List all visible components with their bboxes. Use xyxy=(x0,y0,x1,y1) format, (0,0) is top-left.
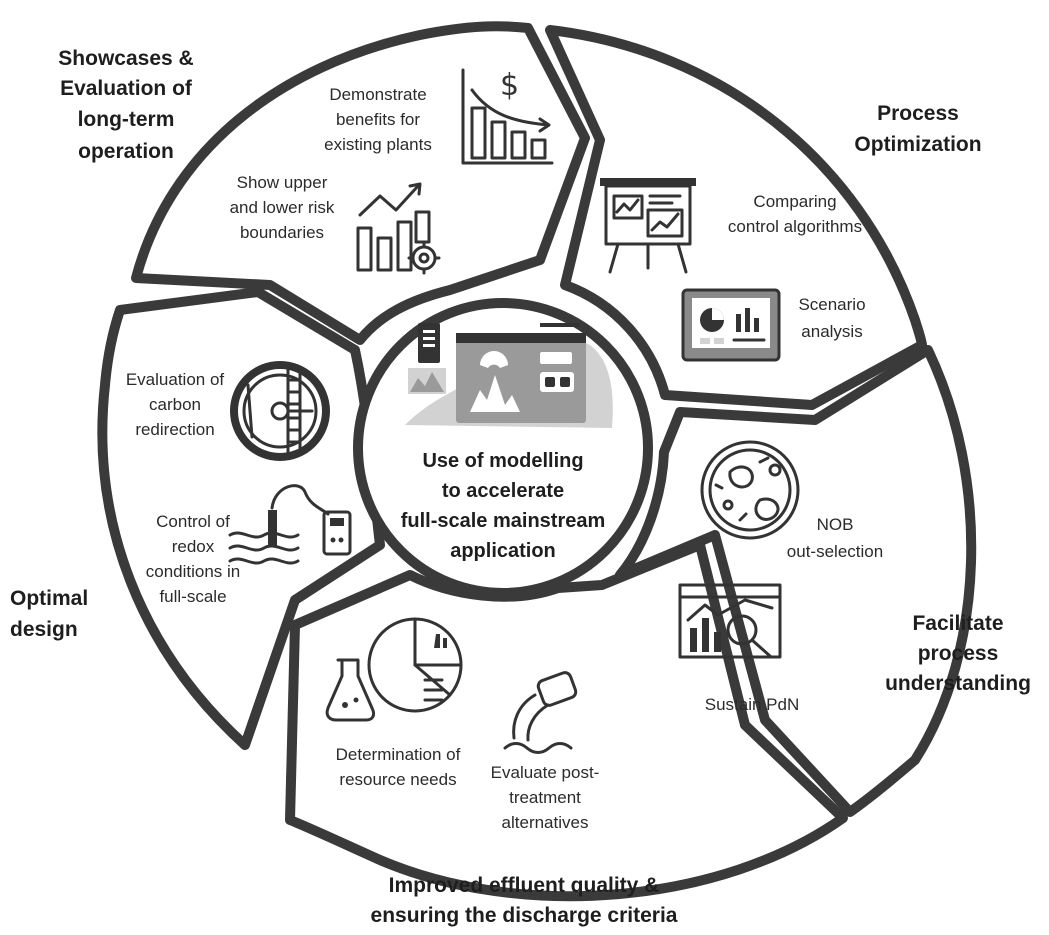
svg-text:analysis: analysis xyxy=(801,322,862,341)
svg-text:Optimal: Optimal xyxy=(10,587,88,610)
svg-text:full-scale mainstream: full-scale mainstream xyxy=(401,510,606,532)
presentation-board-icon xyxy=(600,178,696,274)
bar-chart-decline-dollar-icon: $ xyxy=(461,68,554,165)
svg-text:redox: redox xyxy=(172,537,215,556)
discharge-pipe-icon xyxy=(503,671,578,754)
svg-text:boundaries: boundaries xyxy=(240,223,324,242)
svg-text:process: process xyxy=(918,642,999,665)
svg-text:conditions in: conditions in xyxy=(146,562,241,581)
svg-text:Use of modelling: Use of modelling xyxy=(422,450,583,472)
item-resource-needs: Determination of resource needs xyxy=(336,745,461,789)
svg-text:redirection: redirection xyxy=(135,420,214,439)
item-nob-outselection: NOB out-selection xyxy=(787,515,883,561)
item-comparing-control: Comparing control algorithms xyxy=(728,192,862,236)
segment-showcases xyxy=(131,21,590,345)
svg-text:Evaluate post-: Evaluate post- xyxy=(491,763,600,782)
heading-facilitate-understanding: Facilitate process understanding xyxy=(885,612,1031,695)
item-carbon-redirection: Evaluation of carbon redirection xyxy=(126,370,225,439)
svg-text:Evaluation of: Evaluation of xyxy=(60,77,193,100)
heading-process-optimization: Process Optimization xyxy=(854,102,981,156)
flask-pie-chart-icon xyxy=(325,617,463,722)
svg-text:Evaluation of: Evaluation of xyxy=(126,370,225,389)
chart-magnifier-icon xyxy=(678,583,782,659)
center-title: Use of modelling to accelerate full-scal… xyxy=(401,450,606,562)
svg-text:Optimization: Optimization xyxy=(854,133,981,156)
svg-text:Demonstrate: Demonstrate xyxy=(329,85,426,104)
svg-text:long-term: long-term xyxy=(78,108,175,131)
clarifier-tank-icon xyxy=(230,361,330,461)
svg-text:Showcases &: Showcases & xyxy=(58,47,193,70)
svg-text:Control of: Control of xyxy=(156,512,230,531)
svg-text:design: design xyxy=(10,618,78,641)
heading-effluent-quality: Improved effluent quality & ensuring the… xyxy=(371,874,678,927)
svg-text:and lower risk: and lower risk xyxy=(230,198,335,217)
svg-text:existing plants: existing plants xyxy=(324,135,432,154)
svg-text:out-selection: out-selection xyxy=(787,542,883,561)
svg-text:Improved effluent quality &: Improved effluent quality & xyxy=(389,874,660,897)
item-redox-control: Control of redox conditions in full-scal… xyxy=(146,512,241,606)
svg-text:Comparing: Comparing xyxy=(753,192,836,211)
heading-showcases: Showcases & Evaluation of long-term oper… xyxy=(58,47,193,163)
item-sustain-pdn: Sustain PdN xyxy=(705,695,800,714)
svg-text:treatment: treatment xyxy=(509,788,581,807)
svg-text:benefits for: benefits for xyxy=(336,110,420,129)
item-risk-boundaries: Show upper and lower risk boundaries xyxy=(230,173,335,242)
monitor-dashboard-icon xyxy=(681,288,781,362)
heading-optimal-design: Optimal design xyxy=(10,587,88,641)
svg-text:Determination of: Determination of xyxy=(336,745,461,764)
svg-text:Scenario: Scenario xyxy=(798,295,865,314)
svg-text:application: application xyxy=(450,540,556,562)
svg-text:understanding: understanding xyxy=(885,672,1031,695)
svg-text:full-scale: full-scale xyxy=(159,587,226,606)
redox-probe-icon xyxy=(228,484,352,565)
svg-text:resource needs: resource needs xyxy=(339,770,456,789)
svg-text:Facilitate: Facilitate xyxy=(912,612,1003,635)
bar-chart-risk-gear-icon xyxy=(356,182,441,275)
svg-text:alternatives: alternatives xyxy=(502,813,589,832)
svg-text:Process: Process xyxy=(877,102,959,125)
item-scenario-analysis: Scenario analysis xyxy=(798,295,865,341)
svg-text:Show upper: Show upper xyxy=(237,173,328,192)
svg-text:to accelerate: to accelerate xyxy=(442,480,564,502)
svg-text:ensuring the discharge criteri: ensuring the discharge criteria xyxy=(371,904,678,927)
svg-text:Sustain PdN: Sustain PdN xyxy=(705,695,800,714)
item-post-treatment: Evaluate post- treatment alternatives xyxy=(491,763,600,832)
svg-text:carbon: carbon xyxy=(149,395,201,414)
segment-process-optimization xyxy=(545,25,927,410)
svg-text:NOB: NOB xyxy=(817,515,854,534)
petri-dish-icon xyxy=(700,440,800,540)
svg-text:control algorithms: control algorithms xyxy=(728,217,862,236)
svg-text:$: $ xyxy=(500,68,519,103)
modelling-software-illustration xyxy=(405,323,613,428)
svg-text:operation: operation xyxy=(78,140,174,163)
item-demonstrate-benefits: Demonstrate benefits for existing plants xyxy=(324,85,432,154)
